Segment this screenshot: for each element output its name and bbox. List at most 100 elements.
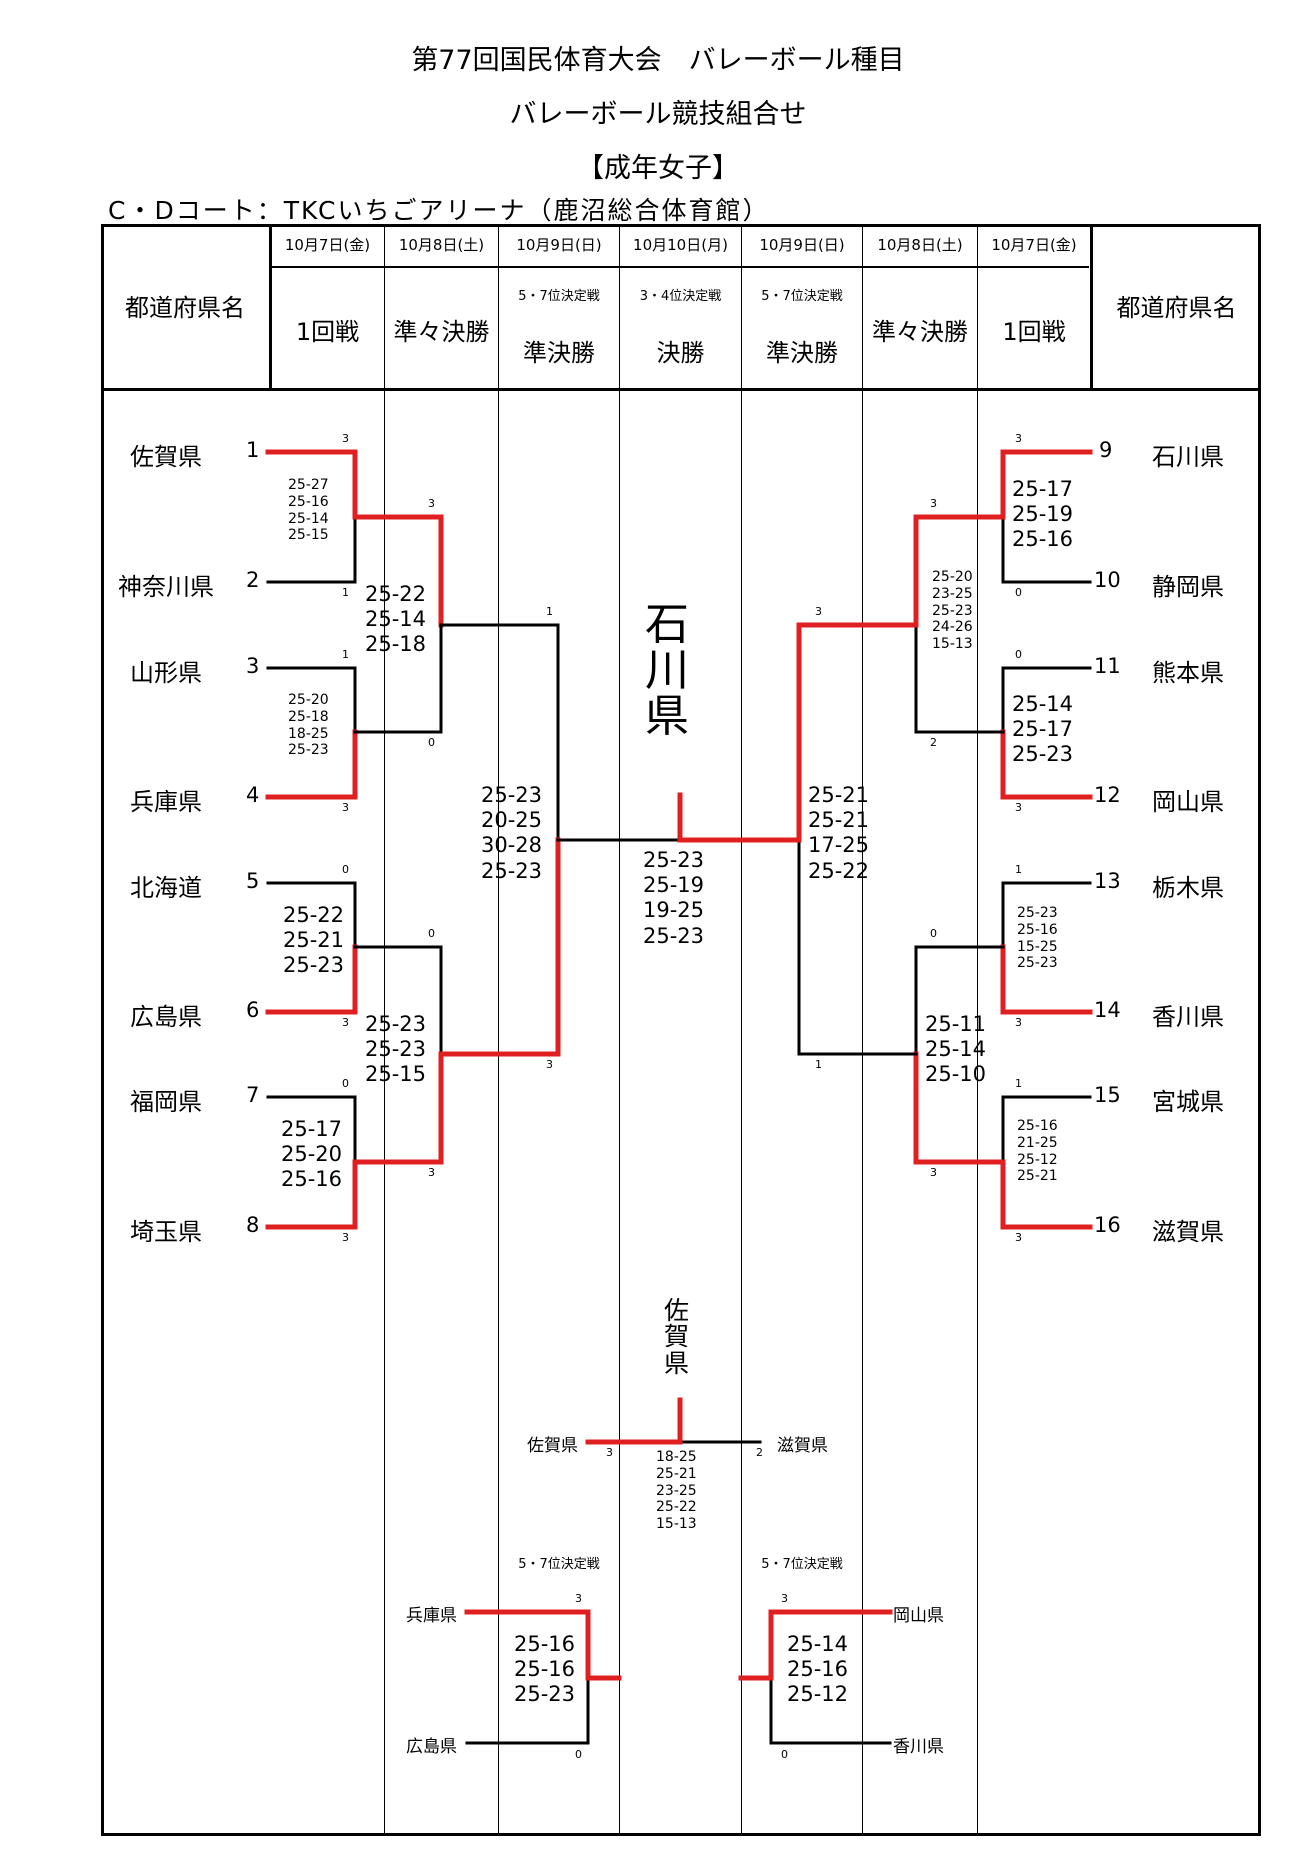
bracket-frame bbox=[101, 224, 1261, 1836]
team-name: 宮城県 bbox=[1152, 1088, 1224, 1116]
page-title: 第77回国民体育大会 バレーボール種目 bbox=[411, 45, 905, 76]
bracket-line-winner bbox=[438, 837, 561, 1057]
date-label: 10月8日(土) bbox=[877, 236, 963, 254]
set-scores: 25-22 25-14 25-18 bbox=[365, 582, 427, 657]
team-seed: 1 bbox=[246, 438, 260, 462]
set-count: 3 bbox=[930, 1166, 937, 1179]
set-count: 3 bbox=[428, 497, 435, 510]
set-count: 3 bbox=[342, 432, 349, 445]
bracket-line-winner bbox=[796, 622, 919, 843]
fifth-place-label-right: 5・7位決定戦 bbox=[761, 1557, 843, 1572]
date-label: 10月7日(金) bbox=[284, 236, 371, 254]
set-scores: 25-22 25-21 25-23 bbox=[283, 903, 345, 978]
team-name: 香川県 bbox=[1152, 1003, 1224, 1031]
round-label: 1回戦 bbox=[295, 318, 360, 346]
team-name: 山形県 bbox=[130, 659, 202, 687]
set-scores: 25-20 25-18 18-25 25-23 bbox=[288, 692, 329, 759]
team-name: 広島県 bbox=[130, 1003, 202, 1031]
team-seed: 14 bbox=[1094, 998, 1121, 1022]
col-divider bbox=[741, 224, 742, 1836]
set-count: 1 bbox=[546, 605, 553, 618]
round-label: 準決勝 bbox=[766, 339, 838, 367]
set-count: 0 bbox=[781, 1748, 788, 1761]
team-name: 静岡県 bbox=[1152, 573, 1224, 601]
col-divider bbox=[498, 224, 499, 1836]
bracket-line-loser bbox=[353, 623, 443, 734]
third-place-right-team: 滋賀県 bbox=[777, 1436, 828, 1456]
bracket-line-loser bbox=[439, 623, 560, 842]
fifth-left-bottom-team: 広島県 bbox=[406, 1737, 457, 1757]
date-label: 10月8日(土) bbox=[398, 236, 485, 254]
set-count: 3 bbox=[342, 801, 349, 814]
bracket-line-loser bbox=[266, 515, 357, 584]
team-name: 岡山県 bbox=[1152, 788, 1224, 816]
final-set-scores: 25-23 25-19 19-25 25-23 bbox=[643, 848, 705, 948]
third-place-left-team: 佐賀県 bbox=[527, 1436, 578, 1456]
set-count: 2 bbox=[930, 736, 937, 749]
sub-round-label: 3・4位決定戦 bbox=[639, 289, 722, 304]
set-scores: 25-21 25-21 17-25 25-22 bbox=[808, 783, 870, 883]
round-label: 準々決勝 bbox=[393, 318, 490, 346]
set-scores: 25-17 25-20 25-16 bbox=[281, 1117, 343, 1192]
col-divider bbox=[384, 224, 385, 1836]
team-name: 兵庫県 bbox=[130, 788, 202, 816]
team-seed: 13 bbox=[1094, 869, 1121, 893]
round-label: 準決勝 bbox=[523, 339, 595, 367]
set-scores: 25-23 20-25 30-28 25-23 bbox=[481, 783, 543, 883]
set-count: 0 bbox=[575, 1748, 582, 1761]
set-scores: 25-27 25-16 25-14 25-15 bbox=[288, 477, 329, 544]
bracket-line-winner bbox=[265, 729, 358, 800]
bracket-line-loser bbox=[1001, 666, 1092, 734]
bracket-line-winner bbox=[1000, 944, 1093, 1015]
bracket-line-winner bbox=[265, 1159, 358, 1230]
court-label: C・Dコート：TKCいちごアリーナ（鹿沼総合体育館） bbox=[108, 196, 770, 225]
bracket-line-loser bbox=[465, 1676, 590, 1745]
bracket-line-loser bbox=[914, 945, 1005, 1056]
bracket-line-winner bbox=[464, 1609, 591, 1681]
bracket-line-loser bbox=[266, 881, 357, 949]
date-label: 10月7日(金) bbox=[991, 236, 1077, 254]
set-count: 3 bbox=[575, 1592, 582, 1605]
set-count: 0 bbox=[1015, 648, 1022, 661]
date-label: 10月9日(日) bbox=[516, 236, 602, 254]
set-scores: 25-23 25-16 15-25 25-23 bbox=[1017, 905, 1058, 972]
bracket-line-winner bbox=[913, 1051, 1006, 1165]
bracket-line-winner bbox=[352, 514, 444, 628]
champion-label: 石 川 県 bbox=[645, 599, 689, 743]
bracket-line-loser bbox=[266, 1095, 357, 1164]
pref-name-header-left: 都道府県名 bbox=[125, 294, 245, 322]
sub-round-label: 5・7位決定戦 bbox=[518, 289, 600, 304]
team-name: 北海道 bbox=[130, 874, 202, 902]
bracket-line-loser bbox=[353, 945, 443, 1056]
bracket-line-loser bbox=[266, 666, 357, 734]
date-label: 10月9日(日) bbox=[759, 236, 845, 254]
set-count: 3 bbox=[1015, 801, 1022, 814]
page-subtitle: バレーボール競技組合せ bbox=[509, 99, 807, 130]
col-divider bbox=[1090, 224, 1093, 388]
team-seed: 5 bbox=[246, 869, 260, 893]
set-count: 0 bbox=[342, 1077, 349, 1090]
team-seed: 7 bbox=[246, 1083, 260, 1107]
bracket-line-winner bbox=[352, 1051, 444, 1165]
date-label: 10月10日(月) bbox=[633, 236, 728, 254]
bracket-line-loser bbox=[1001, 881, 1092, 949]
set-scores: 25-11 25-14 25-10 bbox=[925, 1012, 987, 1087]
team-name: 石川県 bbox=[1152, 443, 1224, 471]
team-seed: 3 bbox=[246, 654, 260, 678]
set-count: 3 bbox=[606, 1446, 613, 1459]
set-count: 1 bbox=[342, 586, 349, 599]
round-label: 準々決勝 bbox=[872, 318, 968, 346]
round-label: 1回戦 bbox=[1002, 318, 1066, 346]
bracket-line-loser bbox=[797, 838, 918, 1056]
bracket-line-winner bbox=[1000, 449, 1093, 520]
bracket-line-winner bbox=[265, 449, 358, 520]
set-count: 3 bbox=[781, 1592, 788, 1605]
col-divider bbox=[862, 224, 863, 1836]
set-scores: 25-20 23-25 25-23 24-26 15-13 bbox=[932, 569, 973, 653]
pref-name-header-right: 都道府県名 bbox=[1116, 294, 1237, 322]
set-count: 1 bbox=[342, 648, 349, 661]
team-name: 滋賀県 bbox=[1152, 1218, 1224, 1246]
set-count: 3 bbox=[546, 1058, 553, 1071]
col-divider bbox=[977, 224, 978, 1836]
